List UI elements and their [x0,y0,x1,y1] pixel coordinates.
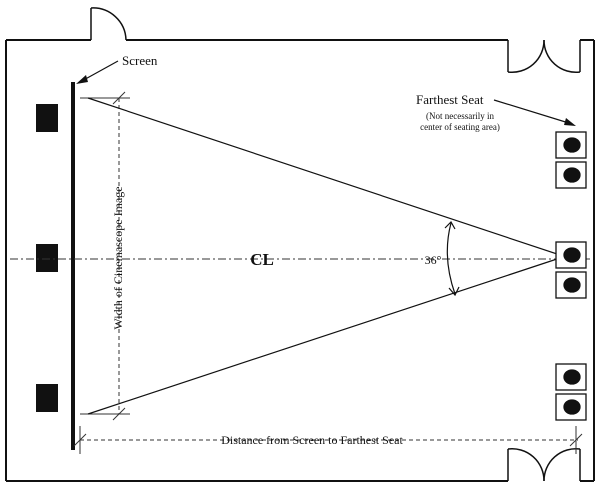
seat-leader-arrow [493,99,576,126]
screen-label: Screen [122,53,158,68]
screen-leader-arrow [76,60,119,84]
speaker-icon [36,244,58,272]
width-label: Width of Cinemascope Image [111,186,125,329]
door-swing-icon [507,39,581,73]
seat-icon [555,241,587,269]
room-walls [5,39,595,482]
seats [555,131,587,421]
speaker-icon [36,384,58,412]
angle-label: 36° [425,253,442,267]
seat-icon [555,271,587,299]
farthest-seat-note-line2: center of seating area) [420,122,500,132]
speaker-icon [36,104,58,132]
seat-icon [555,131,587,159]
door-swing-icon [90,7,127,41]
distance-label: Distance from Screen to Farthest Seat [221,433,403,447]
farthest-seat-label: Farthest Seat [416,92,484,107]
seat-icon [555,363,587,391]
seat-icon [555,161,587,189]
speakers [36,104,58,412]
distance-dimension [73,426,583,454]
centerline-symbol: CL [250,250,274,269]
door-swing-icon [507,448,581,482]
farthest-seat-note-line1: (Not necessarily in [426,111,494,121]
angle-arc [444,221,460,297]
viewing-angle-lines [87,97,561,415]
seat-icon [555,393,587,421]
